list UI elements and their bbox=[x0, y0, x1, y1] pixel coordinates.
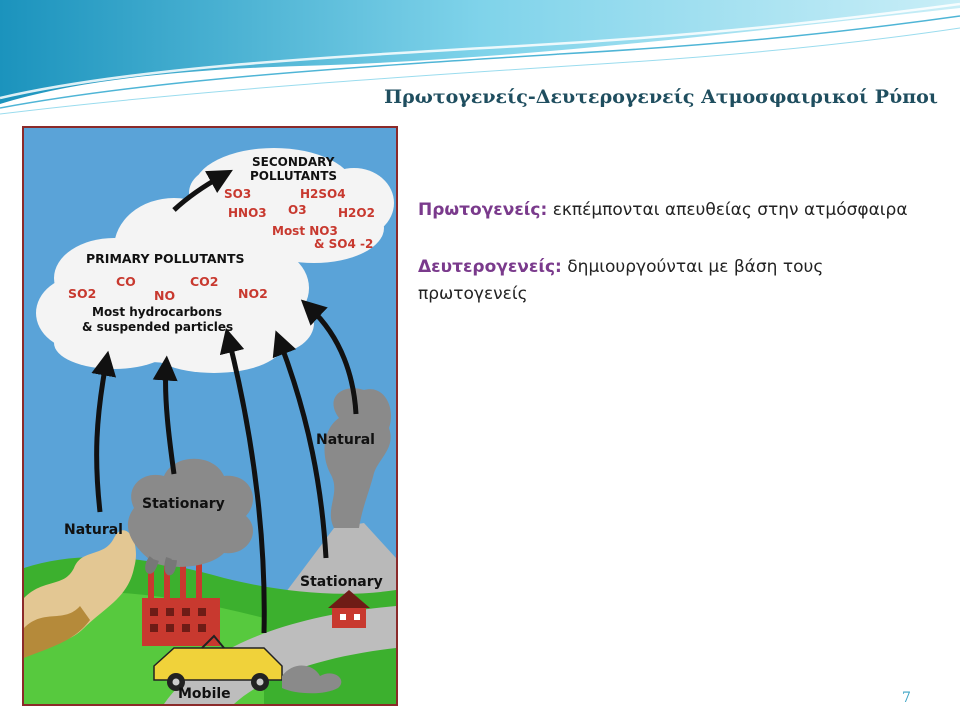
header-wave-decoration bbox=[0, 0, 960, 115]
arrow-primary-to-secondary bbox=[172, 169, 233, 212]
primary-item-co: CO bbox=[116, 274, 136, 289]
primary-item-no: NO bbox=[154, 288, 175, 303]
definition-secondary-text: δημιουργούνται με βάση τους πρωτογενείς bbox=[418, 257, 824, 304]
definition-primary-term: Πρωτογενείς: bbox=[418, 200, 548, 220]
secondary-item-so4: & SO4 -2 bbox=[314, 237, 373, 251]
source-stationary-center: Stationary bbox=[142, 496, 225, 512]
primary-item-no2: NO2 bbox=[238, 286, 268, 301]
pollution-diagram: SECONDARY POLLUTANTS SO3 H2SO4 HNO3 O3 H… bbox=[22, 126, 398, 706]
secondary-item-h2o2: H2O2 bbox=[338, 206, 375, 220]
pollution-diagram-svg: SECONDARY POLLUTANTS SO3 H2SO4 HNO3 O3 H… bbox=[24, 128, 396, 704]
source-stationary-right: Stationary bbox=[300, 574, 383, 590]
primary-note-2: & suspended particles bbox=[82, 320, 233, 334]
definitions-list: Πρωτογενείς: εκπέμπονται απευθείας στην … bbox=[418, 197, 938, 338]
car-icon bbox=[153, 634, 283, 691]
source-natural-right: Natural bbox=[316, 432, 375, 448]
definition-secondary-term: Δευτερογενείς: bbox=[418, 257, 562, 277]
secondary-item-no3: Most NO3 bbox=[272, 224, 338, 238]
factory bbox=[142, 558, 220, 646]
car-exhaust bbox=[282, 665, 342, 694]
secondary-item-h2so4: H2SO4 bbox=[300, 187, 346, 201]
definition-primary: Πρωτογενείς: εκπέμπονται απευθείας στην … bbox=[418, 197, 938, 224]
primary-title: PRIMARY POLLUTANTS bbox=[86, 251, 245, 266]
arrow-stationary-right bbox=[272, 330, 329, 559]
arrow-natural-right bbox=[300, 299, 359, 415]
smoke-stationary bbox=[127, 458, 254, 567]
page-number: 7 bbox=[902, 690, 911, 706]
secondary-title-1: SECONDARY bbox=[252, 155, 335, 169]
primary-item-so2: SO2 bbox=[68, 286, 96, 301]
source-mobile: Mobile bbox=[178, 686, 231, 702]
source-natural-left: Natural bbox=[64, 522, 123, 538]
secondary-item-o3: O3 bbox=[288, 203, 307, 217]
primary-item-co2: CO2 bbox=[190, 274, 219, 289]
house bbox=[328, 590, 370, 628]
arrow-stationary-center bbox=[152, 355, 178, 475]
arrow-natural-left bbox=[91, 350, 117, 513]
secondary-item-hno3: HNO3 bbox=[228, 206, 267, 220]
smoke-natural-right bbox=[324, 388, 392, 528]
natural-dust-left-dark bbox=[24, 606, 90, 658]
secondary-item-so3: SO3 bbox=[224, 187, 251, 201]
smoke-plume bbox=[145, 556, 177, 576]
primary-note-1: Most hydrocarbons bbox=[92, 305, 222, 319]
arrow-mobile bbox=[219, 327, 267, 634]
definition-secondary: Δευτερογενείς: δημιουργούνται με βάση το… bbox=[418, 254, 938, 308]
secondary-cloud bbox=[189, 148, 394, 263]
secondary-title-2: POLLUTANTS bbox=[250, 169, 337, 183]
slide-title: Πρωτογενείς-Δευτερογενείς Ατμοσφαιρικοί … bbox=[384, 86, 938, 108]
definition-primary-text: εκπέμπονται απευθείας στην ατμόσφαιρα bbox=[547, 200, 908, 220]
